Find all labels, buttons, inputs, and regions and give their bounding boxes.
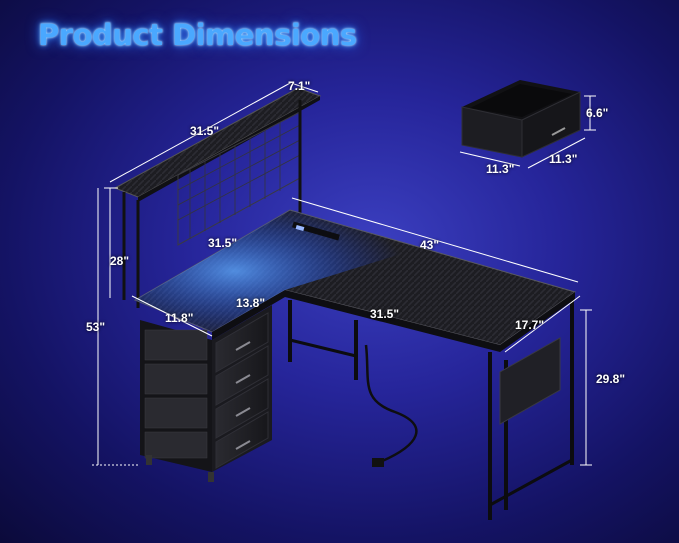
hutch-shelf xyxy=(113,87,322,308)
drawer-detail-illustration xyxy=(461,80,581,158)
dim-overall-height: 53" xyxy=(86,320,106,334)
dim-drawer-width: 11.3" xyxy=(486,162,515,176)
power-cable xyxy=(364,344,418,464)
dim-desk-height: 29.8" xyxy=(596,372,626,386)
power-plug xyxy=(372,458,384,467)
dim-return-depth: 13.8" xyxy=(236,296,266,310)
dim-hutch-width: 31.5" xyxy=(190,124,220,138)
dim-drawer-depth: 11.3" xyxy=(549,152,578,166)
dim-desk-depth: 17.7" xyxy=(515,318,545,332)
dim-drawer-height: 6.6" xyxy=(586,106,609,120)
dimension-lines xyxy=(92,81,596,466)
dim-hutch-height: 28" xyxy=(110,254,130,268)
drawer-cabinet xyxy=(140,305,272,482)
dim-inner-width: 31.5" xyxy=(370,307,400,321)
page-title: Product Dimensions xyxy=(38,18,357,52)
dim-desk-return-width: 31.5" xyxy=(208,236,238,250)
dim-desk-long-width: 43" xyxy=(420,238,440,252)
dim-hutch-depth: 7.1" xyxy=(288,79,311,93)
dim-drawer-top-width: 11.8" xyxy=(165,311,194,325)
desk-top xyxy=(133,209,577,352)
side-storage-bag xyxy=(499,337,561,425)
